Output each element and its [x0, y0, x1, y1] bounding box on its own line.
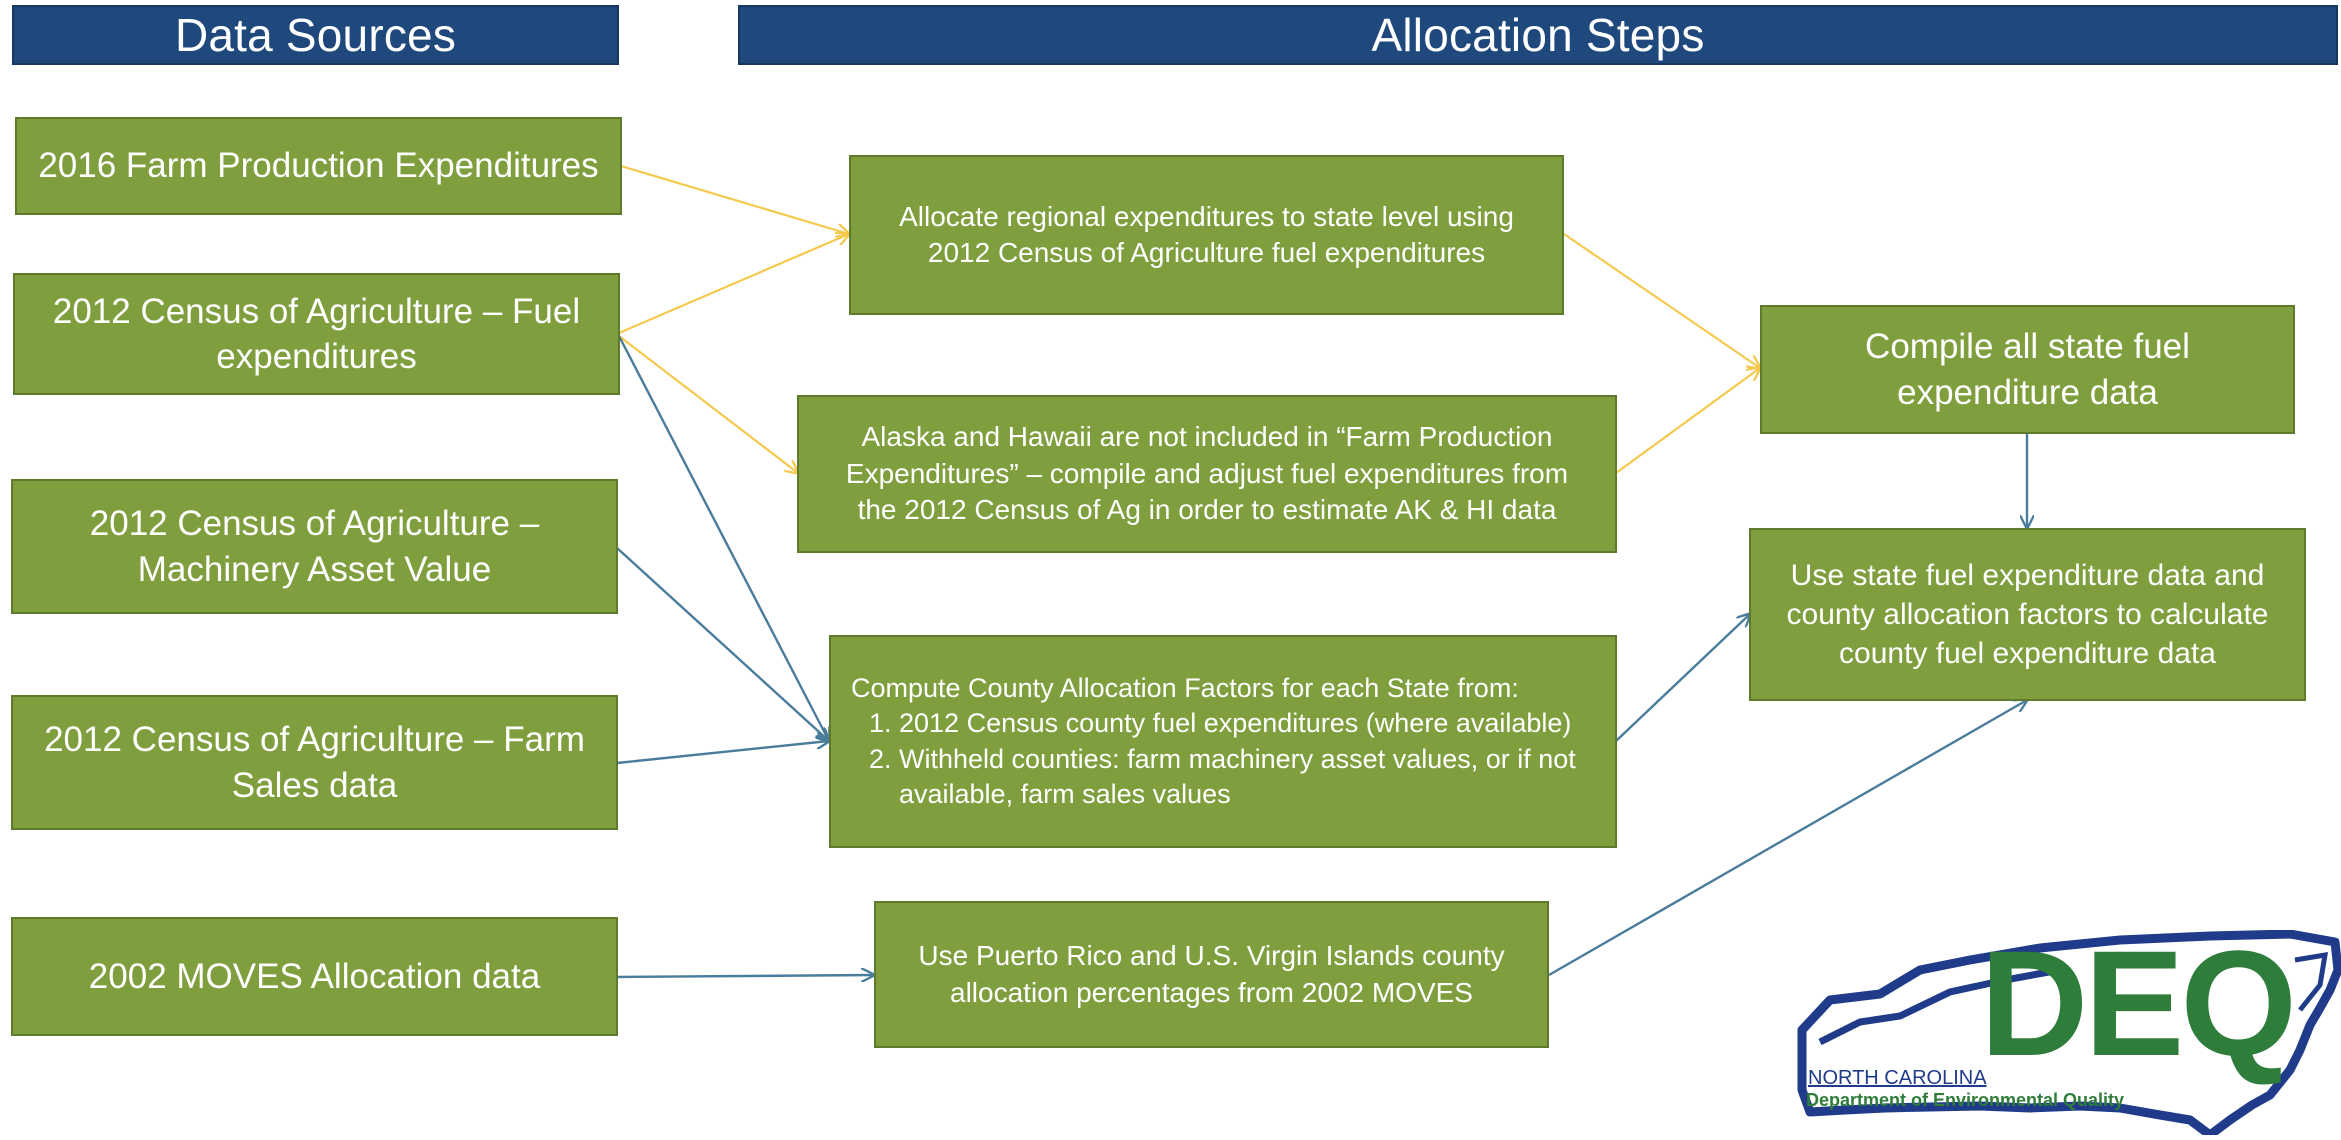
step-allocate-regional: Allocate regional expenditures to state …	[849, 155, 1564, 315]
step-puerto-rico-label: Use Puerto Rico and U.S. Virgin Islands …	[918, 940, 1505, 1008]
deq-state-name: NORTH CAROLINA	[1808, 1067, 1987, 1089]
source-farm-production: 2016 Farm Production Expenditures	[15, 117, 622, 215]
step-use-state-label: Use state fuel expenditure data and coun…	[1786, 559, 2269, 670]
arrow-allocate-to-compile	[1563, 233, 1760, 368]
step-county-factors: Compute County Allocation Factors for ea…	[829, 635, 1617, 848]
source-census-sales: 2012 Census of Agriculture – Farm Sales …	[11, 695, 618, 830]
step-alaska-hawaii: Alaska and Hawaii are not included in “F…	[797, 395, 1617, 553]
deq-letters: DEQ	[1980, 919, 2297, 1087]
source-census-fuel: 2012 Census of Agriculture – Fuel expend…	[13, 273, 620, 395]
arrow-moves-to-puerto	[616, 975, 874, 977]
deq-department-name: Department of Environmental Quality	[1806, 1090, 2125, 1110]
allocation-steps-header: Allocation Steps	[738, 5, 2338, 65]
county-factors-item-2: Withheld counties: farm machinery asset …	[899, 742, 1595, 812]
step-puerto-rico: Use Puerto Rico and U.S. Virgin Islands …	[874, 901, 1549, 1048]
arrow-machinery-to-county	[616, 547, 829, 741]
source-farm-production-label: 2016 Farm Production Expenditures	[38, 146, 599, 186]
county-factors-list: 2012 Census county fuel expenditures (wh…	[851, 706, 1595, 811]
arrow-alaska-to-compile	[1615, 368, 1760, 474]
arrow-sales-to-county	[616, 741, 829, 765]
source-census-sales-label: 2012 Census of Agriculture – Farm Sales …	[44, 720, 585, 805]
deq-logo: DEQ NORTH CAROLINA Department of Environ…	[1790, 919, 2341, 1140]
arrow-fuel-to-allocate	[618, 234, 849, 335]
step-compile-state-label: Compile all state fuel expenditure data	[1865, 327, 2190, 412]
arrow-fuel-to-alaska	[618, 335, 798, 473]
source-census-fuel-label: 2012 Census of Agriculture – Fuel expend…	[52, 291, 581, 377]
nc-state-outline-icon	[1797, 929, 2341, 1140]
step-alaska-hawaii-label: Alaska and Hawaii are not included in “F…	[845, 421, 1569, 526]
source-moves: 2002 MOVES Allocation data	[11, 917, 618, 1036]
step-compile-state: Compile all state fuel expenditure data	[1760, 305, 2295, 434]
arrow-fuel-to-county	[617, 335, 829, 741]
arrow-farm-to-allocate	[620, 164, 849, 234]
arrow-county-to-usestate	[1615, 614, 1750, 742]
county-factors-item-1: 2012 Census county fuel expenditures (wh…	[899, 706, 1595, 741]
county-factors-intro: Compute County Allocation Factors for ea…	[851, 673, 1519, 704]
source-census-machinery-label: 2012 Census of Agriculture – Machinery A…	[89, 504, 540, 589]
arrow-puerto-to-usestate	[1548, 700, 2027, 977]
source-census-machinery: 2012 Census of Agriculture – Machinery A…	[11, 479, 618, 614]
source-moves-label: 2002 MOVES Allocation data	[88, 956, 541, 996]
step-use-state: Use state fuel expenditure data and coun…	[1749, 528, 2306, 701]
step-allocate-regional-label: Allocate regional expenditures to state …	[899, 200, 1514, 268]
data-sources-header: Data Sources	[12, 5, 619, 65]
